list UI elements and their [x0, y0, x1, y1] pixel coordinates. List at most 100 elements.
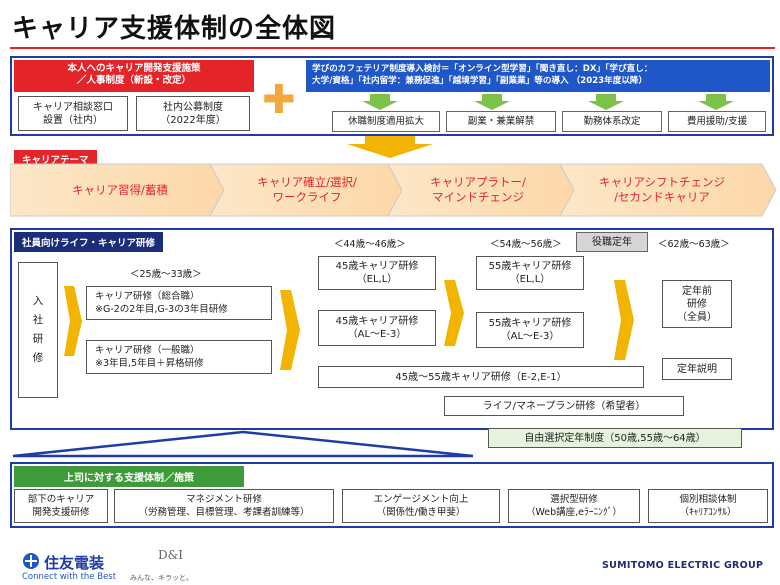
entry-char-2: 社 [32, 314, 44, 326]
top-section-frame [10, 56, 774, 136]
chevron-4 [559, 163, 777, 217]
career-ippan-line2: ※3年目,5年目＋昇格研修 [95, 358, 204, 369]
right-arrow-icon [614, 280, 634, 360]
company-slogan: Connect with the Best [22, 572, 117, 582]
chevron-2-line1: キャリア確立/選択/ [257, 175, 357, 189]
k55-el-box: 55歳キャリア研修 （EL,L） [476, 256, 584, 290]
boss-item-1: 部下のキャリア 開発支援研修 [14, 489, 108, 523]
boss-item-5-line1: 個別相談体制 [679, 494, 737, 505]
age-54-56: ＜54歳～56歳＞ [490, 239, 562, 250]
boss-item-2-line2: （労務管理、目標管理、考課者訓練等） [138, 507, 310, 518]
group-name: SUMITOMO ELECTRIC GROUP [602, 560, 764, 571]
k55-el-line1: 55歳キャリア研修 [488, 261, 572, 272]
career-ippan-box: キャリア研修（一般職） ※3年目,5年目＋昇格研修 [86, 340, 272, 374]
learning-cafeteria-banner: 学びのカフェテリア制度導入検討＝「オンライン型学習」「聞き直し：DX」「学び直し… [306, 60, 770, 92]
career-ippan-line1: キャリア研修（一般職） [95, 345, 200, 356]
k45-el-box: 45歳キャリア研修 （EL,L） [318, 256, 436, 290]
k55-al-line1: 55歳キャリア研修 [488, 318, 572, 329]
retire-position-tag: 役職定年 [576, 232, 648, 252]
green-arrows [362, 94, 734, 110]
boss-item-5-line2: （ｷｬﾘｱｺﾝｻﾙ） [679, 507, 737, 518]
cost-support-box: 費用援助/支援 [668, 111, 766, 132]
leave-expansion-box: 休職制度適用拡大 [332, 111, 440, 132]
boss-item-2: マネジメント研修 （労務管理、目標管理、考課者訓練等） [114, 489, 334, 523]
chevron-1-text: キャリア習得/蓄積 [40, 164, 200, 216]
chevron-4-text: キャリアシフトチェンジ /セカンドキャリア [572, 164, 752, 216]
k45-el-line2: （EL,L） [356, 274, 398, 285]
boss-item-3-line1: エンゲージメント向上 [373, 494, 469, 505]
page-title: キャリア支援体制の全体図 [12, 14, 337, 44]
career-sogo-line2: ※G-2の2年目,G-3の3年目研修 [95, 304, 228, 315]
age-44-46: ＜44歳～46歳＞ [334, 239, 406, 250]
boss-item-2-line1: マネジメント研修 [185, 494, 262, 505]
arrow-4 [614, 280, 634, 360]
pre-retire-line1: 定年前 [682, 285, 712, 297]
up-arrow [12, 430, 474, 458]
learning-cafeteria-line1: 学びのカフェテリア制度導入検討＝「オンライン型学習」「聞き直し：DX」「学び直し… [312, 64, 653, 74]
dni-logo: D&I [158, 548, 184, 562]
boss-item-4-line2: （Web講座,eﾗｰﾆﾝｸﾞ） [525, 507, 623, 518]
boss-item-4-line1: 選択型研修 [550, 494, 598, 505]
arrow-1 [64, 286, 82, 356]
right-arrow-icon [64, 286, 82, 356]
chevron-4-line1: キャリアシフトチェンジ [598, 175, 726, 189]
title-underline [10, 47, 775, 49]
entry-training-box: 入 社 研 修 [18, 262, 58, 398]
k45-el-line1: 45歳キャリア研修 [335, 261, 419, 272]
chevron-2-text: キャリア確立/選択/ ワークライフ [222, 164, 392, 216]
pre-retire-line3: （全員） [677, 311, 717, 323]
career-sogo-box: キャリア研修（総合職） ※G-2の2年目,G-3の3年目研修 [86, 286, 272, 320]
theme-chevrons [10, 163, 777, 217]
dni-sub: みんな、キラッと。 [130, 574, 193, 582]
self-support-banner: 本人へのキャリア開発支援施策 ／人事制度（新設・改定） [14, 60, 254, 92]
career-sogo-line1: キャリア研修（総合職） [95, 291, 200, 302]
internal-recruit-line1: 社内公募制度 [163, 101, 223, 113]
chevron-3-line2: マインドチェンジ [432, 190, 524, 204]
boss-item-1-line2: 開発支援研修 [32, 507, 90, 518]
green-arrow-icon [362, 94, 398, 110]
boss-item-5: 個別相談体制 （ｷｬﾘｱｺﾝｻﾙ） [648, 489, 768, 523]
retire-explain-box: 定年説明 [662, 358, 732, 380]
green-arrow-icon [474, 94, 510, 110]
learning-cafeteria-line2: 大学/資格」「社内留学：兼務促進」「越境学習」「副業業」等の導入 （2023年度… [312, 76, 648, 86]
k55-el-line2: （EL,L） [509, 274, 551, 285]
chevron-3-text: キャリアプラトー/ マインドチェンジ [398, 164, 558, 216]
pre-retire-box: 定年前 研修 （全員） [662, 280, 732, 328]
self-support-banner-line2: ／人事制度（新設・改定） [76, 75, 191, 86]
k45-al-line2: （AL～E-3） [347, 329, 407, 340]
k45-55-box: 45歳～55歳キャリア研修（E-2,E-1） [318, 366, 644, 388]
self-support-banner-line1: 本人へのキャリア開発支援施策 [67, 63, 201, 74]
down-arrow-top [347, 136, 433, 158]
boss-item-3-line2: （関係性/働き甲斐） [376, 507, 466, 518]
free-retire-box: 自由選択定年制度（50歳,55歳～64歳） [488, 428, 742, 448]
up-arrow-icon [12, 430, 474, 458]
entry-char-3: 研 [32, 333, 44, 345]
right-arrow-icon [280, 290, 300, 370]
k45-al-line1: 45歳キャリア研修 [335, 316, 419, 327]
boss-label: 上司に対する支援体制／施策 [14, 466, 244, 487]
k45-al-box: 45歳キャリア研修 （AL～E-3） [318, 310, 436, 346]
boss-frame [10, 462, 774, 528]
k55-al-line2: （AL～E-3） [500, 331, 560, 342]
arrow-2 [280, 290, 300, 370]
pre-retire-line2: 研修 [687, 298, 707, 310]
chevron-2-line2: ワークライフ [272, 190, 342, 204]
side-job-box: 副業・兼業解禁 [446, 111, 556, 132]
internal-recruit-line2: （2022年度） [160, 114, 226, 126]
company-logo-icon [23, 553, 39, 569]
green-arrow-icon [588, 94, 624, 110]
right-arrow-icon [444, 280, 464, 346]
career-consultation-line2: 設置（社内） [43, 114, 103, 126]
down-arrow-icon [347, 136, 433, 158]
chevron-3-line1: キャリアプラトー/ [430, 175, 526, 189]
green-arrow-icon [698, 94, 734, 110]
boss-item-1-line1: 部下のキャリア [27, 494, 95, 505]
work-system-box: 勤務体系改定 [562, 111, 662, 132]
career-consultation-line1: キャリア相談窓口 [33, 101, 113, 113]
entry-char-4: 修 [32, 352, 44, 364]
boss-item-4: 選択型研修 （Web講座,eﾗｰﾆﾝｸﾞ） [508, 489, 640, 523]
arrow-3 [444, 280, 464, 346]
chevron-1-line1: キャリア習得/蓄積 [72, 182, 168, 197]
entry-char-1: 入 [32, 295, 44, 307]
plus-icon: ✚ [262, 77, 296, 123]
